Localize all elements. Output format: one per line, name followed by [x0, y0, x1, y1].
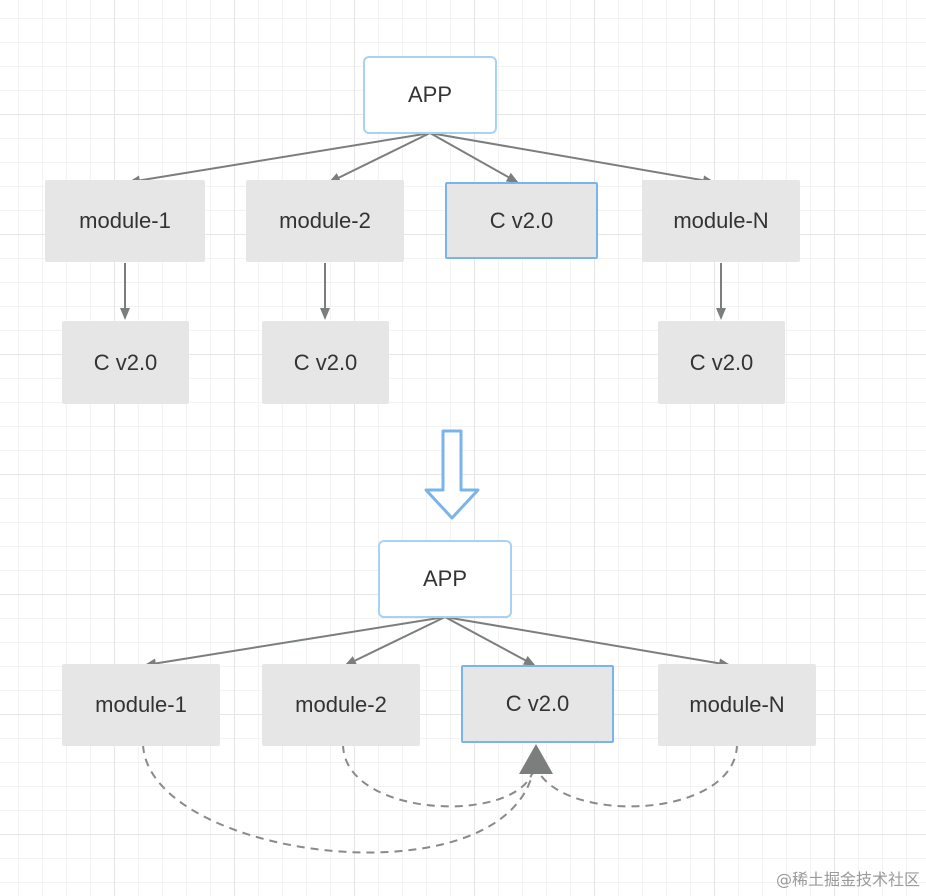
c-dep-under-module-n: C v2.0 — [658, 321, 785, 404]
module-2-node-bottom: module-2 — [262, 664, 420, 746]
edge-app-to-c-top — [429, 132, 519, 183]
edge-app-to-c-bottom — [444, 616, 536, 666]
module-1-node-top: module-1 — [45, 180, 205, 262]
dashed-edge-module-2-to-c — [342, 744, 535, 808]
c-node-bottom: C v2.0 — [461, 665, 614, 743]
watermark-text: @稀土掘金技术社区 — [775, 870, 920, 889]
dashed-edge-module-1-to-c — [142, 744, 535, 854]
edge-app-to-module-2-bottom — [344, 616, 446, 666]
edge-app-to-module-1-top — [128, 132, 431, 186]
edge-app-to-module-n-top — [429, 132, 715, 186]
module-2-node-top: module-2 — [246, 180, 404, 262]
transition-down-arrow — [424, 429, 480, 520]
c-dep-under-module-1: C v2.0 — [62, 321, 189, 404]
app-node-top: APP — [363, 56, 497, 134]
app-node-bottom: APP — [378, 540, 512, 618]
edge-app-to-module-1-bottom — [144, 616, 446, 669]
module-1-node-bottom: module-1 — [62, 664, 220, 746]
c-node-top: C v2.0 — [445, 182, 598, 259]
shared-arrowhead — [519, 744, 553, 774]
edge-app-to-module-2-top — [328, 132, 431, 183]
edge-app-to-module-n-bottom — [444, 616, 731, 669]
module-n-node-bottom: module-N — [658, 664, 816, 746]
c-dep-under-module-2: C v2.0 — [262, 321, 389, 404]
dashed-edge-module-n-to-c — [535, 744, 738, 808]
module-n-node-top: module-N — [642, 180, 800, 262]
